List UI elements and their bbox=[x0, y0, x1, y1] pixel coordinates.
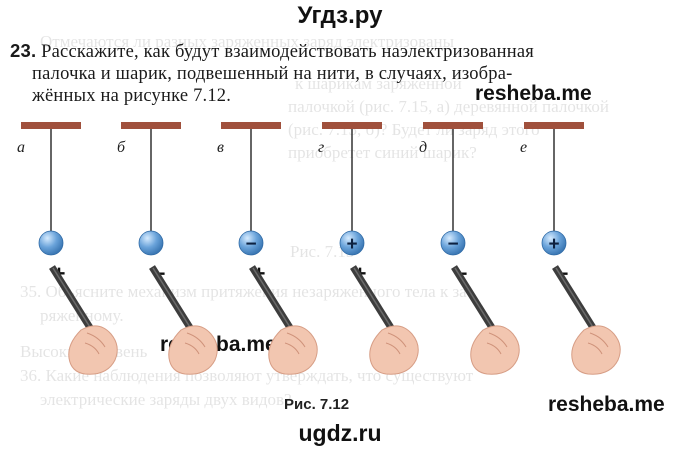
hand-finger-lines bbox=[84, 332, 106, 355]
support-bar bbox=[121, 122, 181, 129]
figure-caption: Рис. 7.12 bbox=[284, 396, 350, 413]
hand bbox=[268, 325, 318, 375]
ghost-line: приобретет синий шарик? bbox=[288, 143, 477, 162]
ball bbox=[541, 230, 567, 256]
ball-sign: + bbox=[548, 234, 559, 255]
hand-finger-lines bbox=[587, 332, 609, 355]
ghost-line: палочкой (рис. 7.15, а) деревянной палоч… bbox=[288, 97, 609, 116]
ghost-line: к шарикам заряженной bbox=[295, 74, 462, 93]
watermark: resheba.me bbox=[475, 82, 592, 105]
hand bbox=[68, 325, 118, 375]
ball bbox=[138, 230, 164, 256]
ghost-line: Рис. 7.13 bbox=[290, 242, 355, 261]
ghost-line: Отмечаются ли разных заряженных заряд эл… bbox=[40, 32, 455, 51]
ball bbox=[440, 230, 466, 256]
task-line-3: жённых на рисунке 7.12. bbox=[32, 86, 232, 106]
hand-finger-lines bbox=[284, 332, 306, 355]
ghost-line: 36. Какие наблюдения позволяют утверждат… bbox=[20, 366, 474, 385]
hand bbox=[571, 325, 621, 375]
support-bar bbox=[423, 122, 483, 129]
support-bar bbox=[21, 122, 81, 129]
task-line-2: палочка и шарик, подвешенный на нити, в … bbox=[32, 64, 513, 84]
background-bleed-text: Отмечаются ли разных заряженных заряд эл… bbox=[20, 32, 670, 410]
hand bbox=[369, 325, 419, 375]
ball-sign: + bbox=[346, 234, 357, 255]
ball-sign: − bbox=[245, 234, 256, 255]
hand-finger-lines bbox=[184, 332, 206, 355]
hand bbox=[168, 325, 218, 375]
site-title-bottom: ugdz.ru bbox=[298, 420, 382, 446]
ball bbox=[339, 230, 365, 256]
task-line-text: Расскажите, как будут взаимодействовать … bbox=[41, 42, 534, 62]
watermark: resheba.me bbox=[548, 393, 665, 416]
pendulum-letter: г bbox=[318, 139, 324, 156]
task-line-1: 23. Расскажите, как будут взаимодействов… bbox=[10, 40, 670, 63]
task-text: 23. Расскажите, как будут взаимодействов… bbox=[10, 40, 670, 107]
ball bbox=[238, 230, 264, 256]
site-title-top: Угдз.ру bbox=[297, 2, 383, 29]
pendulum-letter: д bbox=[419, 139, 427, 156]
hand-finger-lines bbox=[385, 332, 407, 355]
ghost-line: 35. Объясните механизм притяжения незаря… bbox=[20, 282, 473, 301]
pendulum-letter: е bbox=[520, 139, 527, 156]
pendulum-letter: б bbox=[117, 139, 126, 156]
hand-finger-lines bbox=[486, 332, 508, 355]
ball-sign: − bbox=[447, 234, 458, 255]
hand bbox=[470, 325, 520, 375]
ball bbox=[38, 230, 64, 256]
support-bar bbox=[221, 122, 281, 129]
support-bar bbox=[322, 122, 382, 129]
pendulum-letter: а bbox=[17, 139, 25, 156]
pendulum-letter: в bbox=[217, 139, 224, 156]
task-number: 23. bbox=[10, 40, 37, 61]
ghost-line: электрические заряды двух видов? bbox=[40, 390, 292, 409]
support-bar bbox=[524, 122, 584, 129]
